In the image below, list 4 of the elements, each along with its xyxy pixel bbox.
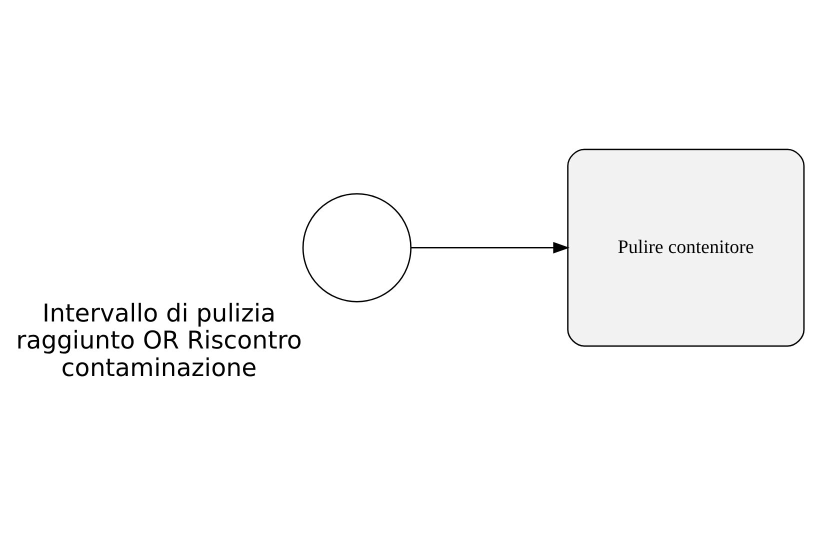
node-label: Intervallo di pulizia raggiunto OR Riscontro contaminazione: [16, 298, 302, 382]
node-box: Pulire contenitore: [567, 148, 805, 347]
node-circle: [302, 193, 412, 302]
arrow: [411, 242, 570, 254]
